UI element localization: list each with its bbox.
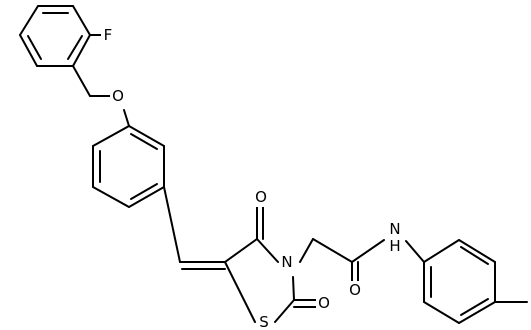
bond-o-ring — [123, 109, 130, 127]
bond-ring-methine — [163, 186, 181, 263]
bond-n-ch2 — [299, 238, 314, 263]
bond-nh-ring — [405, 240, 425, 263]
atom-ring-sulfur: S — [259, 313, 269, 330]
atom-carbonyl-oxygen-top: O — [255, 188, 267, 206]
fluorophenyl-ring — [19, 5, 91, 67]
atom-ether-oxygen: O — [112, 87, 124, 105]
bond-co-nh — [351, 239, 385, 263]
atom-ring-nitrogen: N — [281, 253, 292, 271]
atom-fluorine: F — [104, 26, 113, 44]
atom-amide-nitrogen: N — [389, 220, 400, 238]
bond-ring-ch2 — [72, 65, 91, 97]
benzylidene-ring — [92, 125, 165, 208]
atom-amide-oxygen: O — [349, 281, 361, 299]
thiazolidinedione-ring — [224, 238, 295, 323]
bond-ch2-co — [312, 238, 353, 263]
tolyl-ring — [423, 239, 496, 324]
atom-carbonyl-oxygen-bottom: O — [318, 294, 330, 312]
atom-amide-hydrogen: H — [389, 237, 400, 255]
